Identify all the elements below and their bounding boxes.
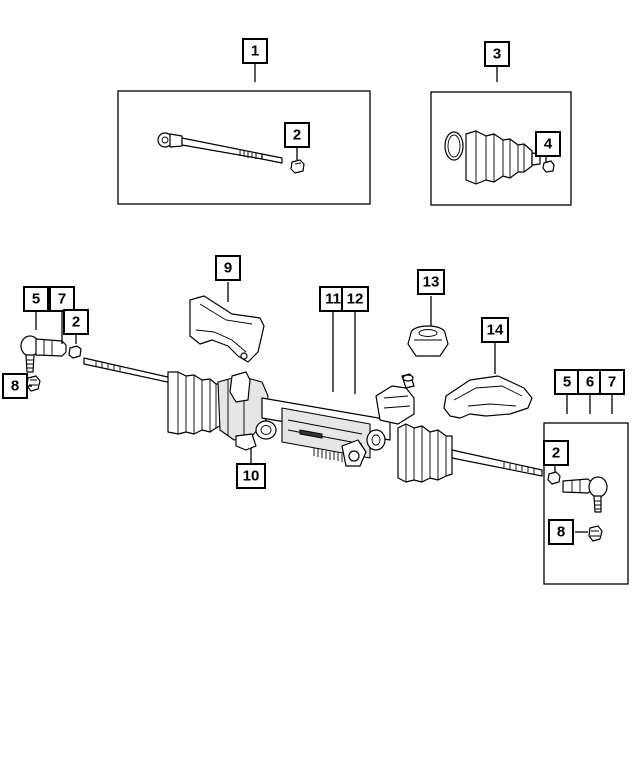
svg-text:2: 2 — [72, 314, 80, 331]
jam-nut-left-part — [68, 345, 82, 359]
callout-10: 10 — [236, 463, 266, 489]
jam-nut-part-top — [290, 159, 305, 174]
callout-8-left: 8 — [2, 373, 28, 399]
svg-text:2: 2 — [552, 445, 560, 462]
callout-7-left: 7 — [49, 286, 75, 312]
heat-shield-left-part — [189, 295, 265, 363]
callout-12: 12 — [341, 286, 369, 312]
callout-9: 9 — [215, 255, 241, 281]
callout-2-top: 2 — [284, 122, 310, 148]
svg-text:13: 13 — [423, 274, 440, 291]
castle-nut-right-part — [588, 525, 603, 542]
heat-shield-right-part — [443, 375, 533, 419]
boot-clamp-part — [444, 131, 464, 161]
callout-8-right: 8 — [548, 519, 574, 545]
callout-3: 3 — [484, 41, 510, 67]
callout-5-left: 5 — [23, 286, 49, 312]
svg-text:7: 7 — [608, 374, 616, 391]
svg-text:8: 8 — [557, 524, 565, 541]
boot-clamp-small-part — [542, 160, 555, 173]
steering-boot-part — [465, 130, 541, 185]
svg-text:7: 7 — [58, 291, 66, 308]
svg-text:3: 3 — [493, 46, 501, 63]
svg-text:11: 11 — [325, 291, 341, 308]
callout-1: 1 — [242, 38, 268, 64]
callout-13: 13 — [417, 269, 445, 295]
svg-text:5: 5 — [563, 374, 571, 391]
castle-nut-left-part — [26, 375, 41, 392]
callout-6-right: 6 — [577, 369, 603, 395]
tie-rod-frame — [117, 90, 371, 205]
callout-14: 14 — [481, 317, 509, 343]
svg-text:4: 4 — [544, 136, 553, 153]
steering-gear-assembly-part — [83, 357, 543, 483]
callout-5-right: 5 — [554, 369, 580, 395]
outer-tie-rod-end-right-part — [562, 476, 608, 513]
right-tie-rod-end-frame — [543, 422, 629, 585]
callout-4: 4 — [535, 131, 561, 157]
callout-7-right: 7 — [599, 369, 625, 395]
jam-nut-right-part — [547, 471, 561, 485]
boot-kit-frame — [430, 91, 572, 206]
callout-2-right: 2 — [543, 440, 569, 466]
mount-bushing-part — [407, 325, 449, 357]
inner-tie-rod-part — [157, 132, 283, 164]
callout-2-left: 2 — [63, 309, 89, 335]
svg-text:10: 10 — [243, 468, 260, 485]
svg-text:1: 1 — [251, 43, 259, 60]
svg-text:14: 14 — [487, 322, 504, 339]
svg-text:2: 2 — [293, 127, 301, 144]
svg-text:8: 8 — [11, 378, 19, 395]
outer-tie-rod-end-left-part — [20, 335, 67, 373]
svg-text:5: 5 — [32, 291, 40, 308]
svg-text:6: 6 — [586, 374, 594, 391]
svg-text:9: 9 — [224, 260, 232, 277]
svg-text:12: 12 — [347, 291, 364, 308]
